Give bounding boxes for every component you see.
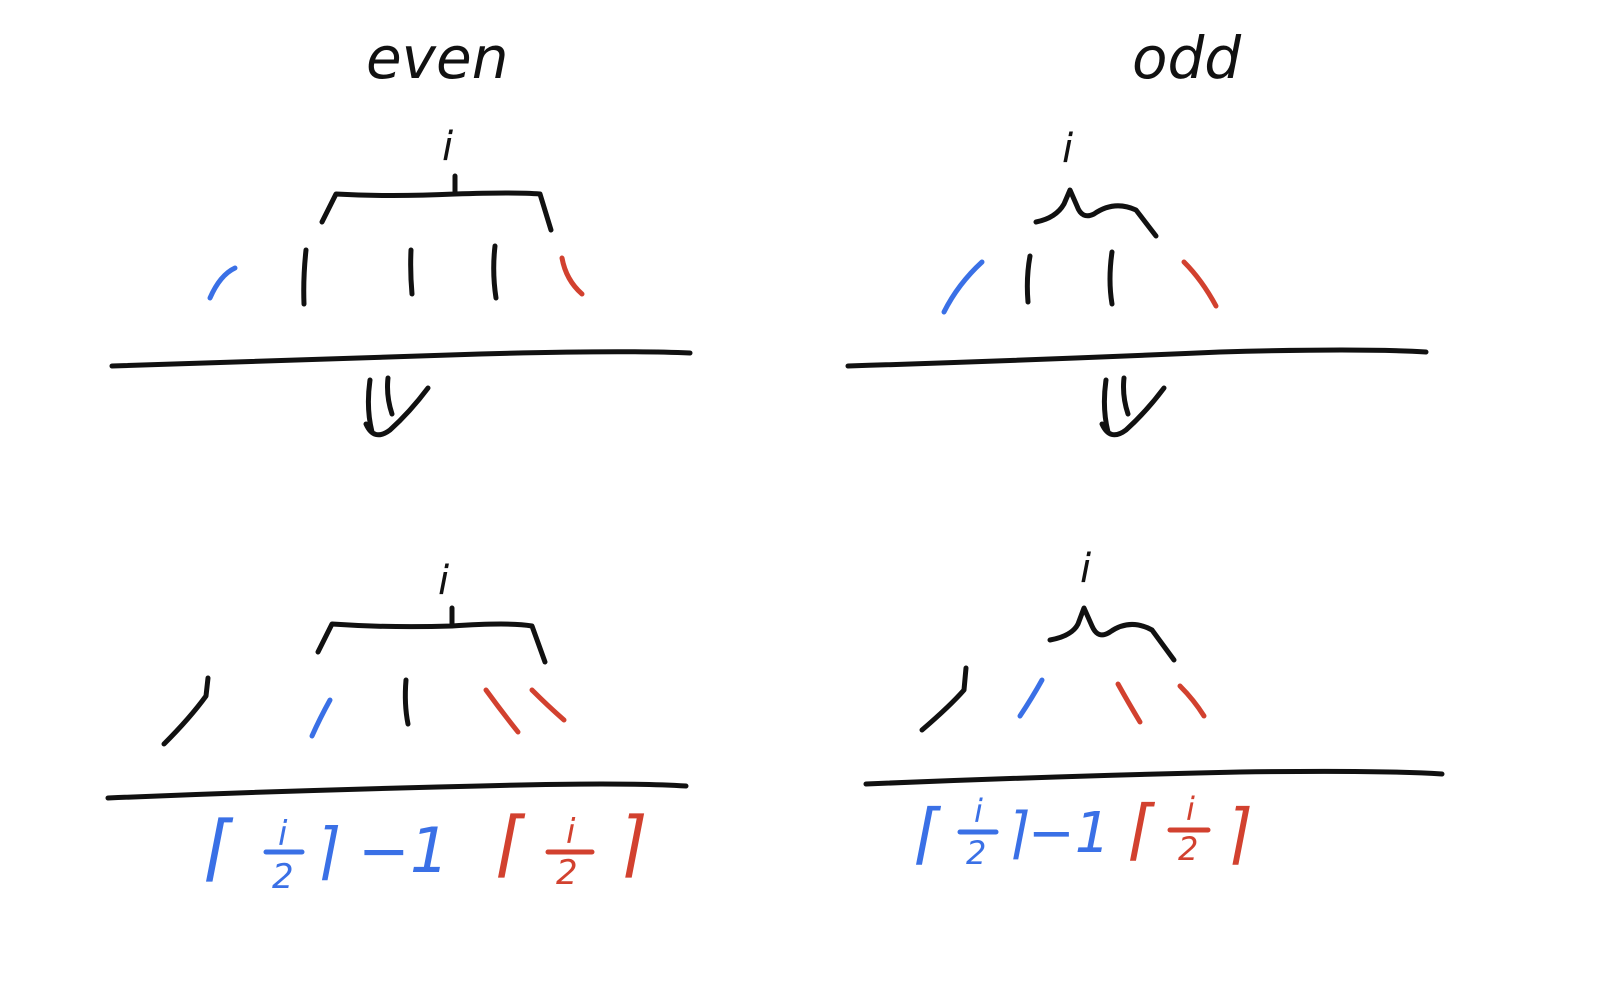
even-red-ceil-right: ⌉ <box>616 801 645 885</box>
even-top-red-stroke <box>559 255 585 297</box>
odd-top-i-marker: i <box>1062 126 1073 172</box>
even-top-stroke-1 <box>301 247 309 307</box>
even-bottom-blue-stroke <box>309 697 333 739</box>
odd-red-numerator: i <box>1186 790 1195 828</box>
odd-bottom-brace <box>1047 605 1177 663</box>
even-bottom-brace <box>315 605 548 665</box>
odd-red-ceil-left: ⌈ <box>1130 791 1156 868</box>
odd-blue-denominator: 2 <box>966 834 986 872</box>
odd-blue-formula: ⌈ i 2 ⌉−1 <box>916 792 1110 872</box>
odd-bottom-stroke-left <box>919 665 969 733</box>
odd-top-brace <box>1033 187 1159 239</box>
even-top-panel: i <box>109 124 693 438</box>
even-red-denominator: 2 <box>556 853 578 893</box>
odd-bottom-panel: i ⌈ i 2 ⌉−1 ⌈ i 2 ⌉ <box>863 546 1445 872</box>
even-bottom-red-stroke-2 <box>529 687 567 723</box>
even-blue-ceil-right: ⌉ −1 <box>314 814 449 887</box>
even-top-stroke-2 <box>408 247 415 297</box>
even-blue-numerator: i <box>278 814 288 854</box>
odd-top-stroke-2 <box>1107 249 1115 307</box>
even-bottom-stroke-mid <box>402 677 411 727</box>
even-red-ceil-left: ⌈ <box>498 801 526 885</box>
even-bottom-red-stroke-1 <box>483 687 521 735</box>
odd-red-ceil-right: ⌉ <box>1224 795 1250 872</box>
even-red-formula: ⌈ i 2 ⌉ <box>498 801 645 893</box>
odd-bottom-baseline <box>863 768 1445 787</box>
odd-blue-ceil-left: ⌈ <box>916 795 942 872</box>
even-top-stroke-3 <box>491 243 499 301</box>
odd-top-panel: i <box>845 126 1429 438</box>
even-bottom-i-marker: i <box>438 558 449 604</box>
even-top-baseline <box>109 349 693 369</box>
even-top-brace <box>319 173 554 233</box>
even-blue-formula: ⌈ i 2 ⌉ −1 <box>206 805 449 897</box>
even-title: even <box>366 24 508 92</box>
odd-red-formula: ⌈ i 2 ⌉ <box>1130 790 1250 872</box>
odd-top-baseline <box>845 347 1429 369</box>
even-down-arrow-icon <box>363 375 431 438</box>
odd-top-red-stroke <box>1181 259 1219 309</box>
even-blue-ceil-left: ⌈ <box>206 805 234 889</box>
even-bottom-panel: i ⌈ i 2 ⌉ −1 ⌈ i 2 ⌉ <box>105 558 689 897</box>
odd-blue-numerator: i <box>974 792 983 830</box>
odd-bottom-blue-stroke <box>1017 677 1045 719</box>
odd-top-stroke-1 <box>1024 253 1033 305</box>
odd-red-denominator: 2 <box>1178 830 1198 868</box>
odd-bottom-i-marker: i <box>1080 546 1091 592</box>
odd-blue-ceil-right: ⌉−1 <box>1006 801 1110 866</box>
even-bottom-stroke-left <box>161 675 211 747</box>
odd-down-arrow-icon <box>1099 375 1167 438</box>
odd-top-blue-stroke <box>941 259 985 315</box>
even-top-blue-stroke <box>207 265 238 301</box>
even-top-i-marker: i <box>442 124 453 170</box>
even-red-numerator: i <box>566 812 576 852</box>
odd-bottom-red-stroke-1 <box>1115 681 1143 725</box>
odd-bottom-red-stroke-2 <box>1177 683 1207 719</box>
odd-title: odd <box>1132 24 1242 92</box>
even-bottom-baseline <box>105 781 689 801</box>
even-blue-denominator: 2 <box>272 857 294 897</box>
